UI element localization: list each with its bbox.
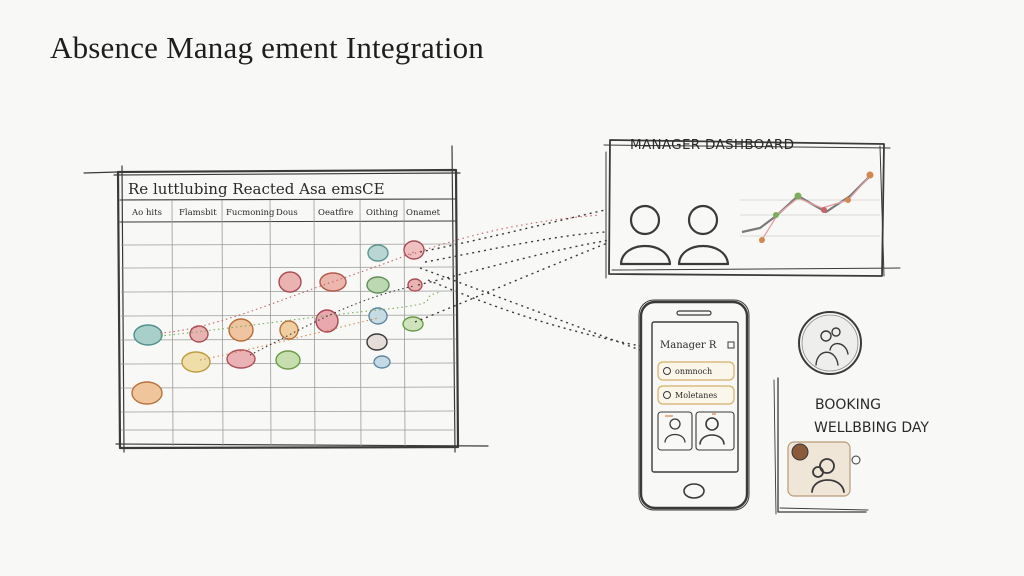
wellbeing-people-icon [815,327,849,366]
absence-marker [275,350,301,370]
page-title: Absence Manag ement Integration [50,30,485,65]
booking-line2: WELLBBING DAY [814,420,929,436]
phone-header: Manager R [660,340,717,351]
user-icon [664,418,686,443]
profile-tile[interactable] [695,411,735,451]
calendar-col-label: Dous [276,208,298,218]
calendar-col-label: Fucmoning [226,208,275,218]
absence-marker [366,333,388,351]
phone-row-label: Moletanes [675,391,717,400]
calendar-col-label: Onamet [406,208,441,218]
absence-marker [181,351,211,373]
user-icon [619,204,672,266]
absence-marker [373,355,391,369]
absence-calendar: Re luttlubing Reacted Asa emsCE Ao hits … [83,145,489,453]
absence-marker [278,271,302,293]
absence-marker [402,316,424,332]
manager-dashboard-card: MANAGER DASHBOARD [603,137,901,279]
calendar-heading: Re luttlubing Reacted Asa emsCE [128,180,385,198]
calendar-col-label: Ao hits [131,208,162,218]
absence-marker [228,318,254,342]
user-icon [699,417,725,445]
absence-trails [159,251,441,361]
calendar-col-label: Oithing [366,208,399,218]
phone-row[interactable] [657,361,735,381]
calendar-col-label: Oeatfire [318,208,353,218]
absence-marker [367,244,389,262]
absence-marker [133,324,163,346]
absence-marker [131,381,163,405]
phone-row-label: onmnoch [675,367,712,376]
trend-chart [740,171,880,244]
absence-marker [226,349,256,369]
user-icon [811,458,845,493]
dashboard-label: MANAGER DASHBOARD [630,137,794,153]
user-icon [677,204,730,266]
integration-connectors-red [409,214,601,256]
absence-marker [403,240,425,260]
absence-marker [368,307,388,325]
calendar-col-label: Flamsbit [179,208,217,218]
absence-marker [279,320,299,340]
absence-marker [407,278,423,292]
phone-mockup: Manager R onmnoch Moletanes [638,299,750,511]
absence-marker [366,276,390,294]
booking-line1: BOOKING [815,397,881,413]
profile-tile[interactable] [657,411,693,451]
absence-markers [131,240,425,405]
integration-connectors [414,209,641,351]
absence-marker [189,325,209,343]
absence-marker [315,309,339,333]
phone-row[interactable] [657,385,735,405]
wellbeing-booking-card: BOOKING WELLBBING DAY [773,311,929,515]
wellbeing-avatar [798,311,862,375]
